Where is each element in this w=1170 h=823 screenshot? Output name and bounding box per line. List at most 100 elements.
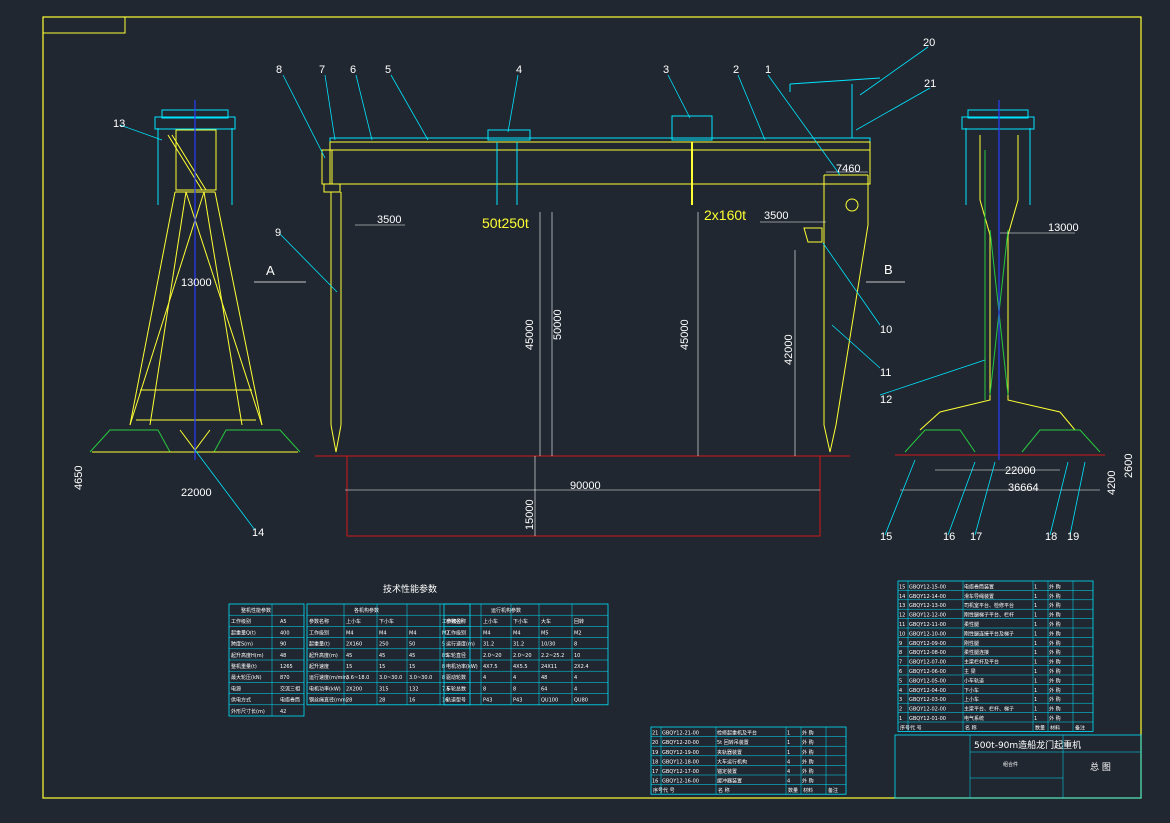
bom-upper-cell: GBQY12-04-00 bbox=[909, 688, 946, 694]
table-travel-cell: 轨道型号 bbox=[446, 697, 466, 704]
table-overall-cell: 1265 bbox=[280, 664, 293, 670]
title-block bbox=[894, 734, 1142, 799]
bom-lower-cell: 大车运行机构 bbox=[717, 758, 747, 765]
bom-upper-cell: 外 购 bbox=[1049, 649, 1061, 656]
table-travel-cell: 4 bbox=[483, 675, 486, 681]
table-mechanism-cell: 2X160 bbox=[346, 642, 362, 648]
bom-upper-cell: 1 bbox=[1034, 594, 1037, 600]
title-block-drawing: 总 图 bbox=[1090, 761, 1111, 773]
bom-upper-cell: 13 bbox=[899, 603, 905, 609]
table-mechanism-sub: 上小车 bbox=[346, 618, 361, 625]
callout-11: 11 bbox=[880, 367, 891, 379]
table-travel-cell: 4 bbox=[574, 686, 577, 692]
svg-text:15000: 15000 bbox=[524, 499, 536, 530]
bom-upper-cell: 1 bbox=[1034, 622, 1037, 628]
table-travel-cell: 4 bbox=[513, 675, 516, 681]
table-mechanism-cell: 3.0~30.0 bbox=[379, 675, 402, 681]
bom-lower-cell: 1 bbox=[787, 750, 790, 756]
table-overall-cell: 电源 bbox=[231, 685, 241, 692]
bom-upper-cell: GBQY12-13-00 bbox=[909, 603, 946, 609]
table-overall-cell: 外形尺寸长(m) bbox=[231, 708, 265, 715]
bom-lower-cell: 外 购 bbox=[802, 739, 814, 746]
table-mechanism-cell: 15 bbox=[409, 664, 415, 670]
bom-upper-cell: GBQY12-10-00 bbox=[909, 631, 946, 637]
bom-upper-cell: 1 bbox=[1034, 697, 1037, 703]
table-overall-cell: 整机重量(t) bbox=[231, 663, 257, 670]
main-elevation bbox=[254, 77, 905, 537]
bom-lower-cell: 4 bbox=[787, 759, 790, 765]
table-mechanism-cell: 电机功率(kW) bbox=[309, 685, 341, 692]
svg-text:42000: 42000 bbox=[783, 334, 795, 365]
table-mechanism-cell: 起重量(t) bbox=[309, 641, 330, 648]
svg-text:4200: 4200 bbox=[1106, 471, 1118, 495]
bom-upper-cell: 小车轨道 bbox=[964, 677, 984, 684]
svg-text:50000: 50000 bbox=[552, 309, 564, 340]
bom-upper-cell: 12 bbox=[899, 613, 905, 619]
bom-upper-cell: 外 购 bbox=[1049, 715, 1061, 722]
bom-upper-cell: 8 bbox=[899, 650, 902, 656]
bom-lower-head: 代 号 bbox=[663, 787, 675, 794]
table-travel-cell: 车轮直径 bbox=[446, 652, 466, 659]
callout-18: 18 bbox=[1045, 531, 1057, 543]
bom-upper-cell: 1 bbox=[1034, 613, 1037, 619]
bom-lower-cell: GBQY12-21-00 bbox=[662, 731, 699, 737]
svg-text:3500: 3500 bbox=[764, 210, 788, 222]
callout-13: 13 bbox=[113, 118, 125, 130]
table-mechanism-sub: 工作级别 bbox=[442, 618, 462, 625]
table-overall-cell: 400 bbox=[280, 630, 290, 636]
bom-lower-cell: 外 购 bbox=[802, 768, 814, 775]
bom-lower-cell: 5t 回转吊装置 bbox=[717, 739, 749, 746]
bom-lower-cell: 外 购 bbox=[802, 778, 814, 785]
table-travel-cell: 10/30 bbox=[541, 642, 555, 648]
table-mechanism-cell: M4 bbox=[346, 630, 354, 636]
table-travel-cell: 车轮总数 bbox=[446, 685, 466, 692]
table-overall-cell: 最大轮压(kN) bbox=[231, 674, 262, 681]
bom-upper-cell: 刚性腿连接平台及梯子 bbox=[964, 630, 1014, 637]
bom-upper-cell: GBQY12-03-00 bbox=[909, 697, 946, 703]
bom-upper-cell: 10 bbox=[899, 631, 905, 637]
bom-lower-cell: 1 bbox=[787, 731, 790, 737]
bom-upper-cell: 1 bbox=[1034, 660, 1037, 666]
bom-lower-cell: GBQY12-19-00 bbox=[662, 750, 699, 756]
table-travel-cell: P43 bbox=[513, 698, 522, 704]
bom-lower-cell: 缓冲器装置 bbox=[717, 778, 742, 785]
table-travel-cell: 电机功率(kW) bbox=[446, 663, 478, 670]
bom-lower-cell: 外 购 bbox=[802, 758, 814, 765]
table-travel-cell: 64 bbox=[541, 686, 547, 692]
bom-upper-cell: 滑车导绳装置 bbox=[964, 593, 994, 600]
table-mechanism-cell: 2X200 bbox=[346, 686, 362, 692]
table-mechanism-cell: 起升速度 bbox=[309, 663, 329, 670]
table-travel-cell: 2.0~20 bbox=[483, 653, 502, 659]
table-travel-cell: 4X7.5 bbox=[483, 664, 498, 670]
bom-lower-head: 备注 bbox=[828, 787, 838, 794]
bom-upper-cell: GBQY12-11-00 bbox=[909, 622, 946, 628]
bom-lower-cell: 4 bbox=[787, 779, 790, 785]
table-travel-border bbox=[443, 603, 609, 706]
table-travel-cell: 8 bbox=[513, 686, 516, 692]
view-label-a: A bbox=[266, 263, 275, 278]
svg-text:22000: 22000 bbox=[1005, 465, 1036, 477]
table-overall-cell: 起重量Q(t) bbox=[231, 629, 256, 636]
bom-upper-cell: 刚性腿梯子平台、栏杆 bbox=[964, 612, 1014, 619]
bom-lower-cell: 21 bbox=[652, 731, 658, 737]
table-mechanism-cell: 45 bbox=[379, 653, 385, 659]
table-travel-cell: M5 bbox=[541, 630, 549, 636]
bom-upper-cell: 1 bbox=[1034, 631, 1037, 637]
bom-upper-cell: 上小车 bbox=[964, 696, 979, 703]
table-travel-sub: 下小车 bbox=[513, 618, 528, 625]
table-overall-cell: 870 bbox=[280, 675, 290, 681]
callout-19: 19 bbox=[1067, 531, 1079, 543]
table-mechanism-cell: 15 bbox=[346, 664, 352, 670]
bom-upper-head: 序号 bbox=[900, 724, 910, 731]
bom-upper-cell: 刚性腿 bbox=[964, 640, 979, 647]
table-mechanism-cell: 315 bbox=[379, 686, 389, 692]
title-block-part: 组合件 bbox=[1003, 761, 1018, 768]
bom-upper-cell: GBQY12-07-00 bbox=[909, 660, 946, 666]
bom-upper-cell: 外 购 bbox=[1049, 602, 1061, 609]
callout-15: 15 bbox=[880, 531, 892, 543]
bom-lower-cell: GBQY12-18-00 bbox=[662, 759, 699, 765]
table-mechanism-cell: 工作级别 bbox=[309, 629, 329, 636]
bom-upper-cell: GBQY12-02-00 bbox=[909, 707, 946, 713]
table-mechanism-cell: 16 bbox=[442, 698, 448, 704]
